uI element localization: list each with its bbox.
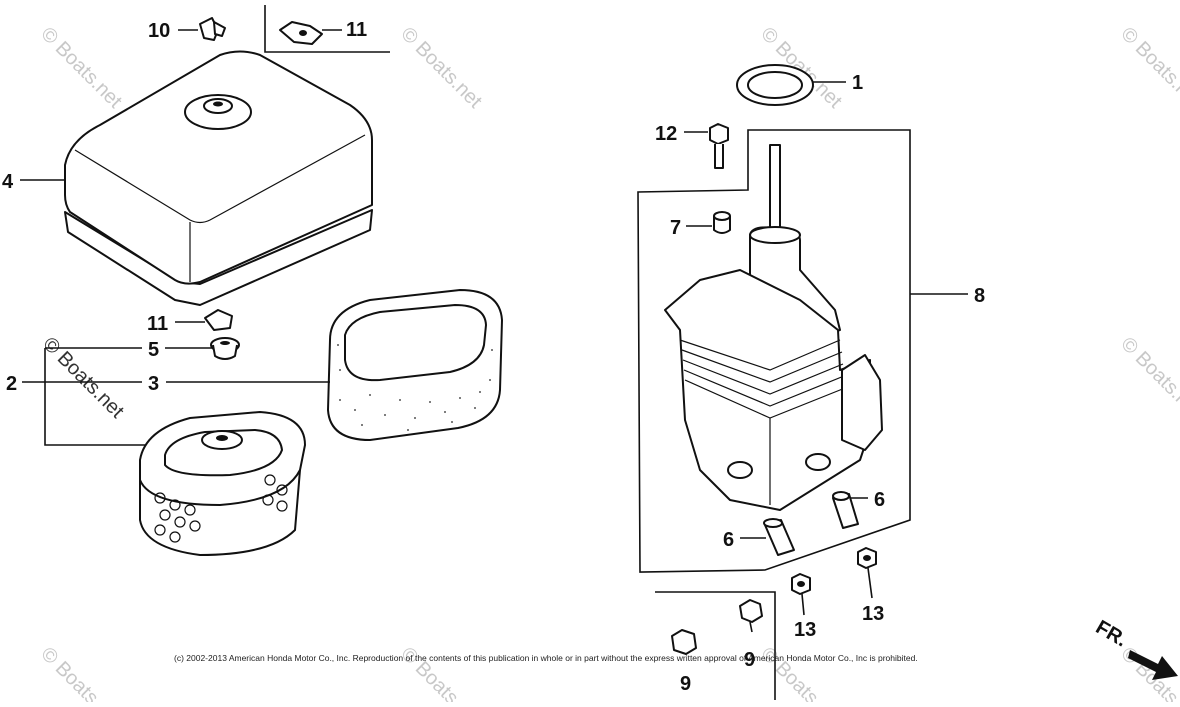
tube	[832, 491, 859, 529]
paper-element	[139, 411, 306, 556]
bolt	[709, 123, 729, 169]
assembly-bracket	[637, 129, 911, 573]
callout-5: 5	[148, 339, 159, 361]
nut	[739, 599, 763, 623]
callout-7: 7	[670, 217, 681, 239]
callout-12: 12	[655, 123, 677, 145]
callout-13-right: 13	[862, 603, 884, 625]
air-cleaner-case	[664, 144, 883, 511]
callout-6-right: 6	[874, 489, 885, 511]
nut-bracket	[655, 591, 776, 700]
callout-3: 3	[148, 373, 159, 395]
callout-11-lower: 11	[147, 313, 168, 335]
grommet	[210, 337, 240, 360]
nut	[857, 547, 877, 569]
watermark: © Boats.net	[1116, 333, 1180, 423]
collar	[713, 211, 731, 234]
watermark: © Boats.net	[756, 643, 846, 702]
air-cleaner-cover	[64, 50, 373, 306]
callout-13-left: 13	[794, 619, 816, 641]
watermark-dark: © Boats.net	[38, 333, 128, 423]
callout-9-right: 9	[744, 649, 755, 671]
callout-6-left: 6	[723, 529, 734, 551]
nut	[671, 629, 697, 655]
wing-nut-bracket	[264, 5, 390, 53]
callout-8: 8	[974, 285, 985, 307]
callout-4: 4	[2, 171, 14, 193]
seal	[736, 64, 814, 106]
wing-nut-lower	[204, 309, 233, 331]
watermark: © Boats.net	[36, 643, 126, 702]
watermark: © Boats.net	[36, 23, 126, 113]
nut	[791, 573, 811, 595]
watermark: © Boats.net	[396, 23, 486, 113]
leader-lines	[20, 29, 968, 633]
callout-2: 2	[6, 373, 17, 395]
foam-element	[327, 289, 503, 441]
tube	[763, 518, 795, 556]
callout-11-top: 11	[346, 19, 367, 41]
copyright-notice: (c) 2002-2013 American Honda Motor Co., …	[174, 653, 918, 663]
wing-nut	[199, 17, 226, 41]
watermark: © Boats.net	[396, 643, 486, 702]
watermark: © Boats.net	[1116, 23, 1180, 113]
front-marker-label: FR.	[1092, 616, 1131, 651]
callout-10: 10	[148, 20, 170, 42]
callout-9-left: 9	[680, 673, 691, 695]
callout-1: 1	[852, 72, 863, 94]
front-arrow-icon	[1128, 650, 1178, 680]
callout-labels: 10 11 4 11 5 2 3 1 12 7 8 6 6 13 13 9 9	[2, 19, 985, 695]
